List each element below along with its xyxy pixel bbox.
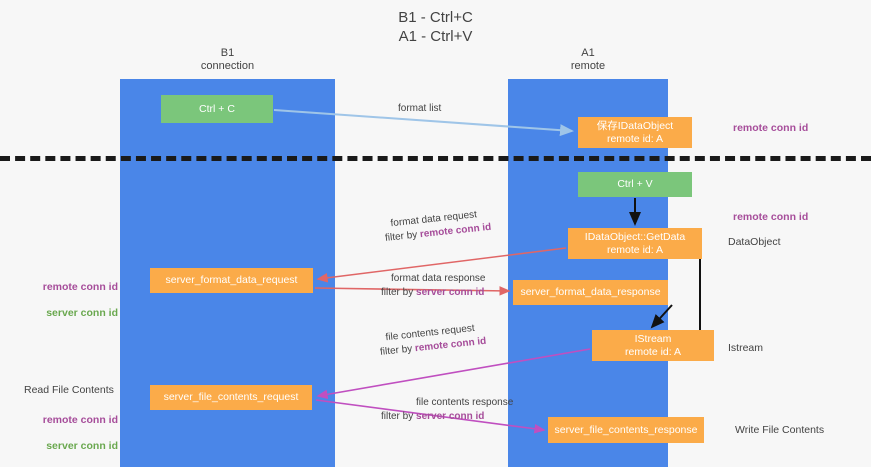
node-server-format-data-response[interactable]: server_format_data_response	[513, 280, 668, 305]
edge-label-line-2: filter by server conn id	[381, 410, 513, 424]
annotation-dataobject: DataObject	[728, 236, 781, 248]
filter-prefix: filter by	[384, 229, 421, 244]
node-server-file-contents-response[interactable]: server_file_contents_response	[548, 417, 704, 443]
annotation-read-file-contents: Read File Contents	[24, 384, 114, 396]
annotation-remote-conn-id-top: remote conn id	[733, 122, 809, 134]
annotation-left-remote-conn-id-2: remote conn id	[42, 414, 118, 426]
edge-label-format-data-response: format data response filter by server co…	[381, 272, 486, 300]
annotation-left-server-conn-id-2: server conn id	[46, 440, 118, 452]
edge-label-format-data-request: format data request filter by remote con…	[383, 207, 492, 246]
annotation-left-remote-conn-id-1: remote conn id	[42, 281, 118, 293]
annotation-remote-conn-id-mid: remote conn id	[733, 211, 809, 223]
node-server-file-contents-request[interactable]: server_file_contents_request	[150, 385, 312, 410]
dashed-divider	[0, 156, 871, 161]
annotation-left-conn-ids-bottom: remote conn id server conn id	[20, 401, 118, 453]
annotation-write-file-contents: Write File Contents	[735, 424, 825, 436]
lane-heading-b1: B1 connection	[200, 47, 255, 72]
node-ctrl-c[interactable]: Ctrl + C	[161, 95, 273, 123]
filter-prefix: filter by	[381, 411, 417, 422]
node-istream[interactable]: IStream remote id: A	[592, 330, 714, 361]
filter-prefix: filter by	[381, 287, 417, 298]
page-title: B1 - Ctrl+C A1 - Ctrl+V	[398, 9, 473, 45]
filter-key: server conn id	[416, 411, 485, 422]
lane-heading-a1: A1 remote	[570, 47, 606, 72]
edge-label-format-list: format list	[398, 103, 442, 114]
edge-label-line-1: file contents response	[416, 397, 514, 408]
node-idataobject-getdata[interactable]: IDataObject::GetData remote id: A	[568, 228, 702, 259]
filter-prefix: filter by	[379, 343, 416, 358]
filter-key: server conn id	[416, 287, 485, 298]
edge-label-line-2: filter by server conn id	[381, 286, 486, 300]
edge-label-line-1: format data response	[391, 273, 486, 284]
node-server-format-data-request[interactable]: server_format_data_request	[150, 268, 313, 293]
edge-label-file-contents-response: file contents response filter by server …	[381, 396, 513, 424]
edge-label-file-contents-request: file contents request filter by remote c…	[378, 321, 487, 360]
annotation-left-conn-ids-top: remote conn id server conn id	[20, 268, 118, 320]
annotation-istream: Istream	[728, 342, 764, 354]
node-ctrl-v[interactable]: Ctrl + V	[578, 172, 692, 197]
node-idataobject[interactable]: 保存IDataObject remote id: A	[578, 117, 692, 148]
annotation-left-server-conn-id-1: server conn id	[46, 307, 118, 319]
